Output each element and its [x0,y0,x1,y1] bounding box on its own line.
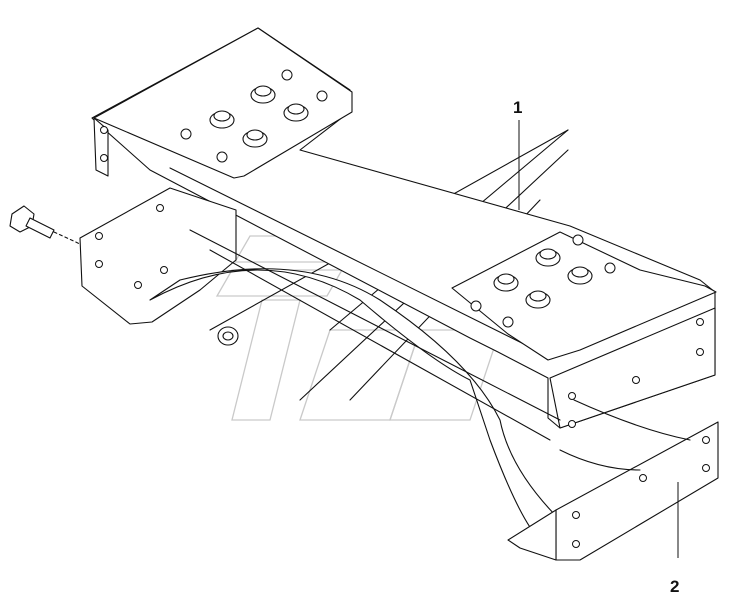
nut-icon [567,266,593,285]
front-wall-holes [95,204,168,289]
nut-icon [242,129,268,148]
nut-icon [283,103,309,122]
nut-group-left [209,85,309,148]
nut-icon [535,248,561,267]
callout-2-label: 2 [670,577,679,596]
nut-icon [525,290,551,309]
nut-icon [217,326,239,346]
nut-icon [209,110,235,129]
nut-group-right [493,248,593,309]
callout-2: 2 [670,482,679,596]
mounting-plate-right [451,231,717,428]
callout-1: 1 [513,98,522,210]
nut-icon [493,273,519,292]
bolt-icon [9,205,81,245]
bracket-part-2 [507,399,719,561]
mounting-plate-left [93,27,353,179]
callout-1-label: 1 [513,98,522,117]
nut-icon [250,85,276,104]
